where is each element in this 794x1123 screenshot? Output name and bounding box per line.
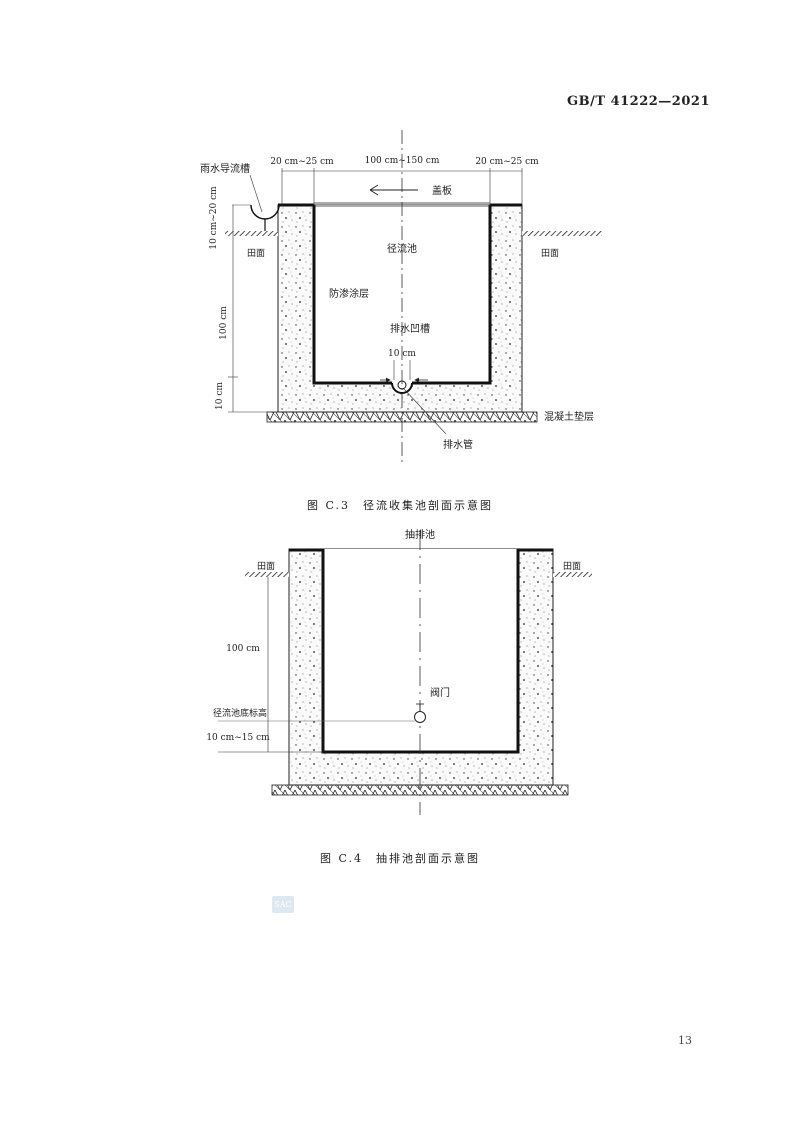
- label-pump-pool: 抽排池: [405, 528, 435, 541]
- label-gutter: 雨水导流槽: [200, 162, 250, 175]
- dim-mid: 100 cm~150 cm: [365, 156, 440, 166]
- figure-c4-diagram: 抽排池 田面 田面 100 cm 径流池底标高 10 cm~15 cm 阀门 图…: [206, 528, 592, 865]
- dim-groove: 10 cm: [388, 349, 416, 359]
- dim-left: 20 cm~25 cm: [270, 157, 334, 167]
- dim-gutter-height: 10 cm~20 cm: [209, 186, 219, 250]
- label-groove: 排水凹槽: [390, 322, 430, 335]
- watermark-logo: SAC: [272, 896, 294, 913]
- dim-base: 10 cm: [215, 382, 225, 410]
- dim-depth: 100 cm: [226, 644, 260, 654]
- label-cushion: 混凝土垫层: [544, 410, 594, 423]
- label-pipe: 排水管: [443, 438, 473, 451]
- label-cover: 盖板: [432, 184, 452, 197]
- label-bottom-elev: 径流池底标高: [213, 707, 267, 719]
- seepage-coating: [312, 205, 492, 385]
- dim-right: 20 cm~25 cm: [475, 157, 539, 167]
- caption-c4: 图 C.4 抽排池剖面示意图: [320, 851, 480, 865]
- standard-number: GB/T 41222—2021: [567, 94, 710, 109]
- dim-depth: 100 cm: [219, 306, 229, 340]
- caption-c3: 图 C.3 径流收集池剖面示意图: [307, 498, 493, 512]
- rain-gutter: [250, 204, 280, 220]
- label-field-left: 田面: [247, 248, 265, 259]
- label-coating: 防渗涂层: [329, 287, 369, 300]
- label-pool: 径流池: [387, 242, 417, 255]
- label-field-left: 田面: [257, 561, 275, 572]
- label-valve: 阀门: [430, 686, 450, 699]
- label-field-right: 田面: [563, 561, 581, 572]
- figure-c3-diagram: 雨水导流槽 20 cm~25 cm 100 cm~150 cm 20 cm~25…: [200, 130, 602, 512]
- label-field-right: 田面: [541, 248, 559, 259]
- page-number: 13: [678, 1034, 692, 1047]
- dim-offset: 10 cm~15 cm: [206, 733, 270, 743]
- valve-icon: [414, 711, 426, 723]
